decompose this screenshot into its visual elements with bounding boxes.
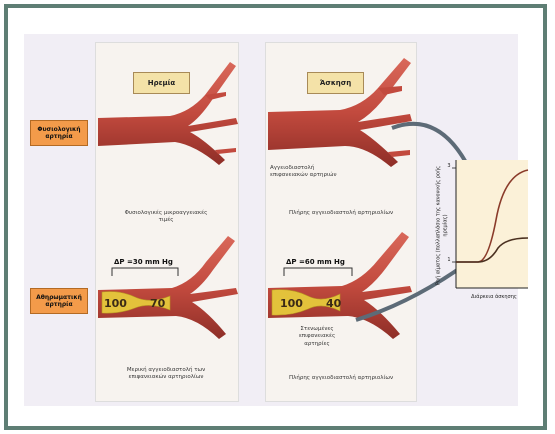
chart-y-label: Ροή αίματος (πολλαπλάσιο της κανονικής ρ… xyxy=(436,156,449,296)
curve-normal xyxy=(456,170,528,262)
exercise-pressure-label: ΔΡ =60 mm Hg xyxy=(286,258,345,266)
chart-x-label: Διάρκεια άσκησης xyxy=(462,294,526,301)
rest-normal-caption: Φυσιολογικές μικροαγγειακές τιμές xyxy=(118,210,214,225)
exercise-normal-caption-1: Αγγειοδιαστολή επιφανειακών αρτηριών xyxy=(270,165,346,180)
curve-stenotic xyxy=(456,238,528,262)
exercise-stenotic-caption-1: Στενωμένες επιφανειακές αρτηρίες xyxy=(286,326,348,348)
rest-pressure-in: 100 xyxy=(104,297,127,310)
exercise-pressure-in: 100 xyxy=(280,297,303,310)
exercise-normal-caption-2: Πλήρης αγγειοδιαστολή αρτηριολίων xyxy=(286,210,396,217)
rest-pressure-out: 70 xyxy=(150,297,165,310)
exercise-stenotic-caption-2: Πλήρης αγγειοδιαστολή αρτηριολίων xyxy=(286,375,396,382)
rest-pressure-label: ΔΡ =30 mm Hg xyxy=(114,258,173,266)
exercise-pressure-out: 40 xyxy=(326,297,341,310)
rest-stenotic-caption: Μερική αγγειοδιαστολή των επιφανειακών α… xyxy=(110,367,222,382)
